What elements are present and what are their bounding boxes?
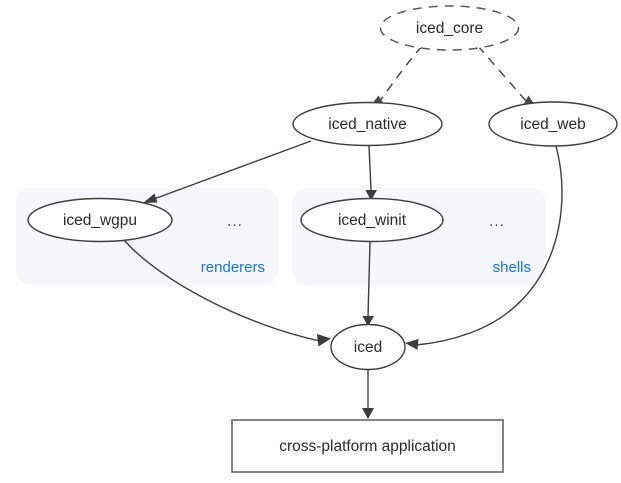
arrowhead-icon [317, 334, 331, 347]
arrowhead-icon [143, 193, 158, 203]
edge-iced-core-to-iced-native [371, 45, 423, 105]
edge-line [379, 45, 423, 102]
edge-iced-core-to-iced-web [477, 45, 536, 106]
edge-iced-winit-to-iced [362, 241, 374, 327]
edge-line [153, 140, 312, 200]
node-iced-shape[interactable] [330, 323, 406, 371]
edge-iced-to-app [362, 370, 374, 419]
node-iced-native-shape[interactable] [292, 101, 443, 147]
shells-more-ellipsis: ... [489, 213, 505, 230]
node-iced-web-shape[interactable] [488, 101, 618, 147]
node-cross-platform-application[interactable]: cross-platform application [231, 419, 504, 473]
edge-iced-wgpu-to-iced [123, 239, 331, 347]
cluster-shells-label: shells [493, 259, 531, 276]
node-iced-web-label: iced_web [520, 116, 586, 133]
edge-line [368, 145, 372, 191]
node-iced-winit-label: iced_winit [338, 212, 407, 229]
node-iced-winit[interactable]: iced_winit [300, 197, 444, 243]
edge-line [415, 145, 563, 346]
node-iced-core[interactable]: iced_core [379, 5, 520, 51]
node-iced-native-label: iced_native [328, 116, 406, 133]
edge-line [123, 239, 321, 342]
node-iced-core-shape[interactable] [379, 5, 520, 51]
arrowhead-icon [362, 316, 374, 327]
edge-iced-native-to-iced-wgpu [143, 140, 312, 203]
node-iced-wgpu-shape[interactable] [27, 197, 173, 243]
node-iced-core-label: iced_core [416, 20, 483, 37]
arrowhead-icon [362, 408, 374, 419]
cluster-renderers-label: renderers [201, 259, 265, 276]
node-app-shape[interactable] [231, 419, 504, 473]
node-iced-web[interactable]: iced_web [488, 101, 618, 147]
node-iced-winit-shape[interactable] [300, 197, 444, 243]
node-iced-wgpu[interactable]: iced_wgpu [27, 197, 173, 243]
edge-iced-web-to-iced [405, 145, 563, 350]
node-iced-label: iced [354, 339, 382, 356]
arrowhead-icon [365, 190, 377, 201]
arrowhead-icon [405, 339, 419, 350]
node-iced-wgpu-label: iced_wgpu [63, 212, 137, 229]
edge-line [367, 241, 371, 318]
edge-line [477, 45, 528, 103]
node-iced-native[interactable]: iced_native [292, 101, 443, 147]
edge-iced-native-to-iced-winit [365, 145, 377, 201]
renderers-more-ellipsis: ... [227, 213, 243, 230]
node-iced[interactable]: iced [330, 323, 406, 371]
node-app-label: cross-platform application [279, 438, 456, 455]
